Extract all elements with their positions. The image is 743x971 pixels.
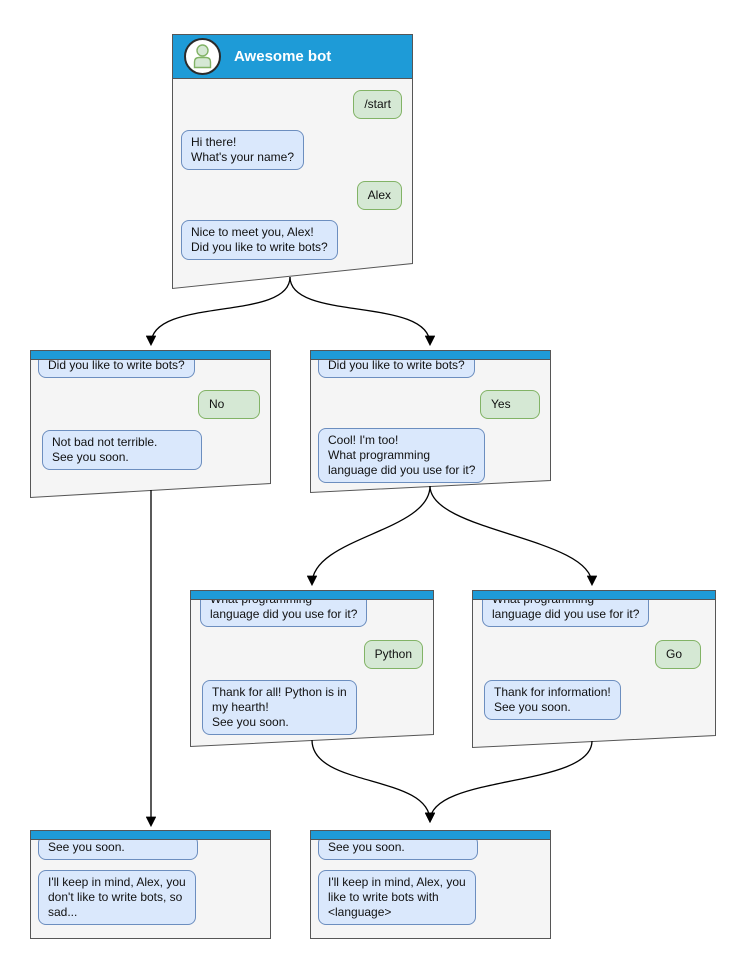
- connector-yes-to-go: [429, 485, 598, 587]
- bot-message-bubble: See you soon.: [318, 840, 478, 860]
- bot-message-bubble: Not bad not terrible. See you soon.: [42, 430, 202, 470]
- connector-main-to-yes: [289, 276, 436, 347]
- header-strip-end-no: [30, 830, 271, 840]
- chat-title: Awesome bot: [234, 48, 332, 65]
- bot-message-bubble: What programming language did you use fo…: [482, 600, 650, 627]
- bot-message-bubble: Cool! I'm too! What programming language…: [318, 428, 486, 483]
- connector-main-to-no: [145, 276, 291, 347]
- person-icon: [196, 44, 209, 57]
- bot-message-bubble: Hi there! What's your name?: [181, 130, 305, 170]
- header-strip-python: [190, 590, 434, 600]
- user-message-bubble: No: [198, 390, 260, 419]
- header-strip-go: [472, 590, 716, 600]
- connector-yes-to-python: [306, 485, 431, 587]
- person-icon-body: [193, 56, 212, 69]
- bot-message-bubble: What programming language did you use fo…: [200, 600, 368, 627]
- chat-window-python: What programming language did you use fo…: [190, 600, 433, 736]
- bot-message-bubble: Thank for all! Python is in my hearth! S…: [202, 680, 357, 735]
- avatar: [184, 38, 221, 75]
- bot-message-bubble: I'll keep in mind, Alex, you don't like …: [38, 870, 196, 925]
- connector-go-to-end: [424, 740, 593, 824]
- chat-window-go: What programming language did you use fo…: [472, 600, 715, 740]
- bot-message-bubble: Thank for information! See you soon.: [484, 680, 621, 720]
- user-message-bubble: Python: [363, 640, 423, 669]
- connector-python-to-end: [311, 739, 436, 824]
- user-message-bubble: Alex: [356, 181, 402, 210]
- user-message-bubble: Yes: [480, 390, 540, 419]
- chat-window-end-no: See you soon. I'll keep in mind, Alex, y…: [30, 840, 270, 936]
- bot-message-bubble: Nice to meet you, Alex! Did you like to …: [181, 220, 338, 260]
- chat-window-main: /start Hi there! What's your name? Alex …: [172, 78, 412, 263]
- chat-window-no: Did you like to write bots? No Not bad n…: [30, 360, 270, 483]
- user-message-bubble: Go: [655, 640, 701, 669]
- bot-message-bubble: I'll keep in mind, Alex, you like to wri…: [318, 870, 476, 925]
- bot-message-bubble: Did you like to write bots?: [318, 360, 475, 378]
- header-strip-no: [30, 350, 271, 360]
- bot-message-bubble: Did you like to write bots?: [38, 360, 195, 378]
- chat-window-end-yes: See you soon. I'll keep in mind, Alex, y…: [310, 840, 550, 936]
- header-strip-yes: [310, 350, 551, 360]
- bot-message-bubble: See you soon.: [38, 840, 198, 860]
- flow-connectors: [145, 276, 598, 828]
- user-message-bubble: /start: [353, 90, 402, 119]
- chat-window-yes: Did you like to write bots? Yes Cool! I'…: [310, 360, 550, 484]
- header-strip-end-yes: [310, 830, 551, 840]
